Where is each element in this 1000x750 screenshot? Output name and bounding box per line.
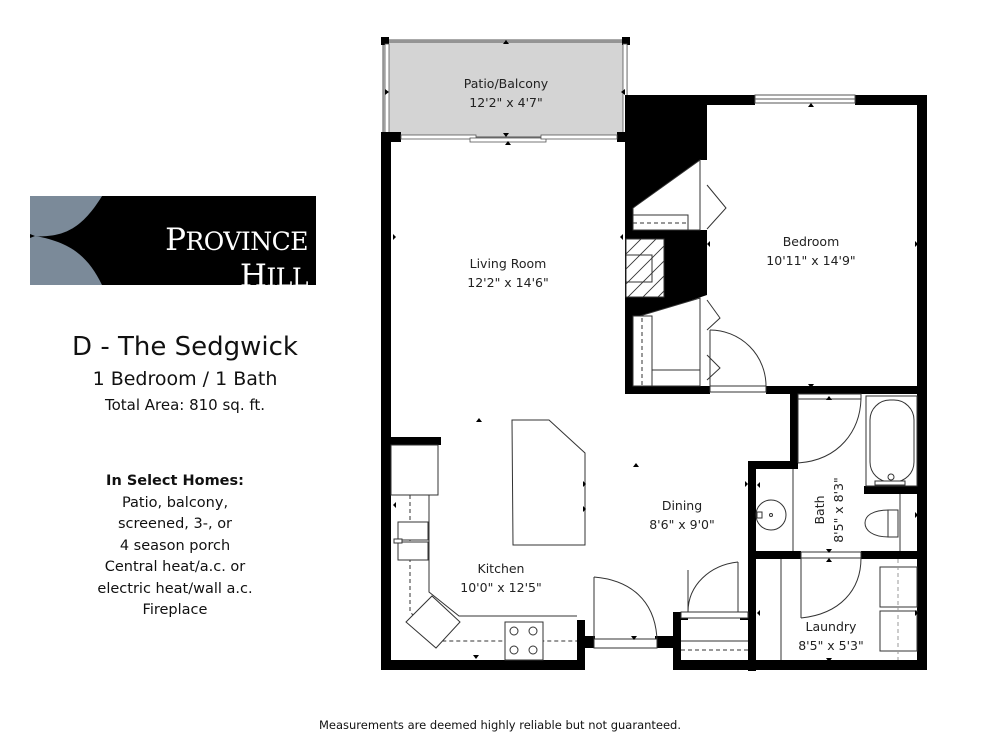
bedroom-size: 10'11" x 14'9" xyxy=(766,253,855,268)
dining-label: Dining xyxy=(662,498,702,513)
patio-label: Patio/Balcony xyxy=(464,76,549,91)
total-area: Total Area: 810 sq. ft. xyxy=(104,396,266,414)
bath-label: Bath xyxy=(812,495,827,524)
living-room-label: Living Room xyxy=(470,256,547,271)
unit-subtitle: 1 Bedroom / 1 Bath xyxy=(92,368,278,390)
living-room-size: 12'2" x 14'6" xyxy=(467,275,548,290)
select-homes-features: In Select Homes: Patio, balcony, screene… xyxy=(60,471,290,622)
walls xyxy=(381,95,927,671)
bedroom-label: Bedroom xyxy=(783,234,840,249)
measurement-markers xyxy=(385,40,918,662)
patio-size: 12'2" x 4'7" xyxy=(469,95,542,110)
feature-line: Patio, balcony, xyxy=(121,494,229,511)
bath-fixtures xyxy=(755,393,918,551)
closet-lower xyxy=(632,297,721,387)
laundry-label: Laundry xyxy=(806,619,858,634)
unit-title: D - The Sedgwick xyxy=(72,332,298,362)
features-heading: In Select Homes: xyxy=(106,473,244,489)
province-hill-logo: PROVINCE HILL xyxy=(30,196,316,285)
bath-size: 8'5" x 8'3" xyxy=(831,477,846,543)
feature-line: electric heat/wall a.c. xyxy=(97,580,253,597)
dining-size: 8'6" x 9'0" xyxy=(649,517,715,532)
logo-wordmark: PROVINCE HILL xyxy=(165,222,308,285)
feature-line: 4 season porch xyxy=(119,537,231,554)
entry-door xyxy=(593,576,658,649)
closet-upper xyxy=(632,159,727,231)
kitchen-label: Kitchen xyxy=(478,561,525,576)
fireplace xyxy=(625,238,665,298)
kitchen-fixtures xyxy=(390,419,586,661)
logo-swoosh-icon xyxy=(30,196,102,285)
bedroom-door xyxy=(709,329,767,393)
disclaimer: Measurements are deemed highly reliable … xyxy=(318,718,682,732)
feature-line: Central heat/a.c. or xyxy=(104,559,246,575)
kitchen-size: 10'0" x 12'5" xyxy=(460,580,541,595)
laundry-size: 8'5" x 5'3" xyxy=(798,638,864,653)
laundry-fixtures xyxy=(780,551,918,660)
dining-closet xyxy=(680,561,749,651)
feature-line: Fireplace xyxy=(142,602,208,618)
feature-line: screened, 3-, or xyxy=(117,516,233,532)
